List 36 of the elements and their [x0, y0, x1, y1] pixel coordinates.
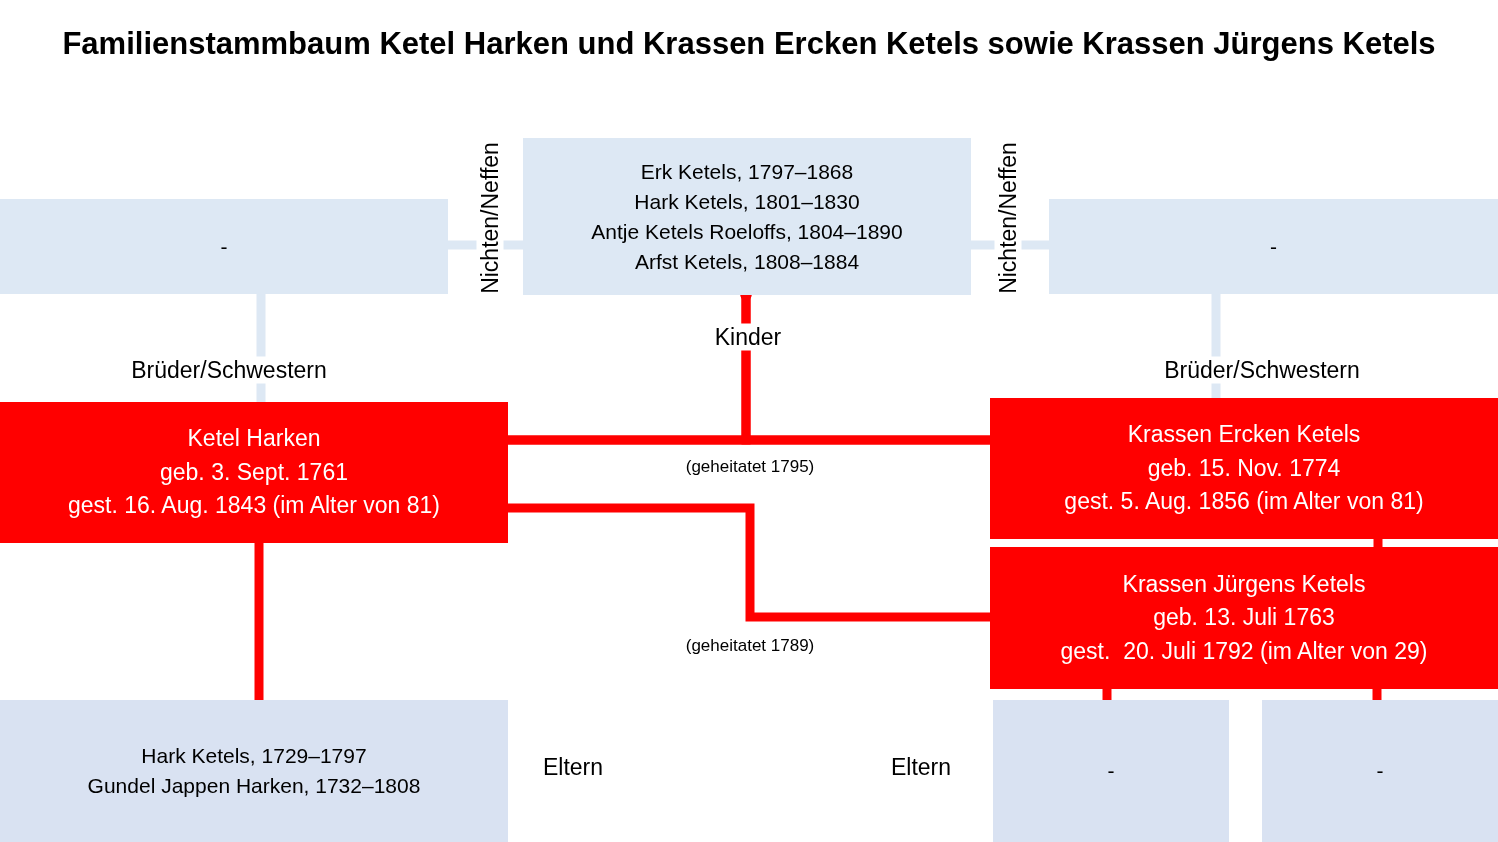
node-text: gest. 16. Aug. 1843 (im Alter von 81)	[67, 491, 441, 521]
node-text: Arfst Ketels, 1808–1884	[634, 248, 860, 275]
node-text: Hark Ketels, 1801–1830	[634, 188, 860, 215]
node-text: Krassen Ercken Ketels	[1127, 420, 1361, 450]
family-box	[0, 700, 508, 842]
node-text: gest. 5. Aug. 1856 (im Alter von 81)	[1064, 487, 1424, 517]
family-box	[993, 700, 1229, 842]
person-box	[990, 547, 1498, 689]
family-box	[1049, 199, 1498, 294]
connector-line	[254, 543, 264, 700]
edge-label: (geheitatet 1795)	[684, 457, 816, 477]
node-text: Gundel Jappen Harken, 1732–1808	[87, 773, 421, 799]
title: Familienstammbaum Ketel Harken und Krassen Ercken Ketels sowie Krassen Jürgens Ketels	[61, 26, 1437, 62]
node-text: -	[220, 233, 228, 260]
family-box	[523, 138, 971, 295]
node-text: Krassen Jürgens Ketels	[1122, 569, 1366, 599]
edge-label: (geheitatet 1789)	[684, 636, 816, 656]
node-text: geb. 3. Sept. 1761	[160, 457, 348, 487]
person-box	[0, 402, 508, 543]
node-text: geb. 13. Juli 1763	[1153, 603, 1335, 633]
node-text: gest. 20. Juli 1792 (im Alter von 29)	[1060, 636, 1428, 666]
connector-line	[508, 503, 990, 622]
node-text: -	[1270, 233, 1277, 260]
node-text: Antje Ketels Roeloffs, 1804–1890	[591, 218, 903, 245]
node-text: geb. 15. Nov. 1774	[1147, 453, 1341, 483]
family-box	[0, 199, 448, 294]
node-text: Ketel Harken	[187, 424, 321, 454]
connector-line	[1373, 539, 1383, 547]
node-text: Erk Ketels, 1797–1868	[640, 158, 854, 185]
node-text: -	[1376, 758, 1384, 784]
family-box	[1262, 700, 1498, 842]
person-box	[990, 398, 1498, 539]
connector-line	[1102, 689, 1112, 700]
node-text: Hark Ketels, 1729–1797	[141, 743, 367, 769]
node-text: -	[1107, 758, 1115, 784]
connector-line	[1372, 689, 1382, 700]
